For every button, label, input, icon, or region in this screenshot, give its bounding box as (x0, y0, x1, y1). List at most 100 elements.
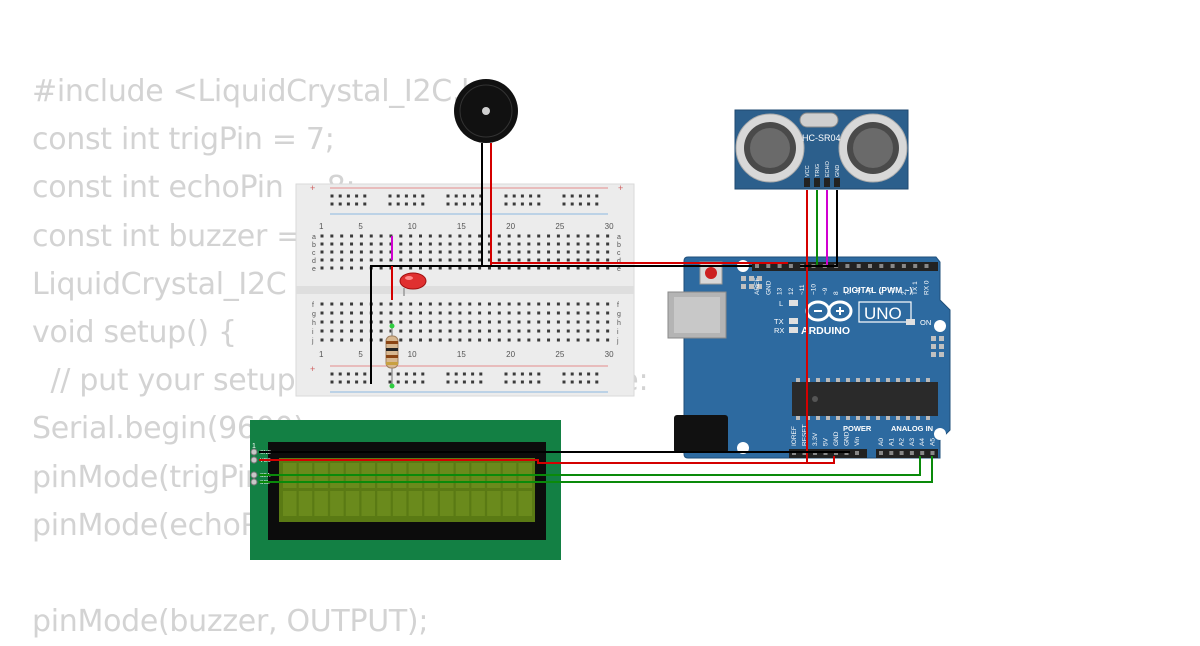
breadboard-hole[interactable] (340, 266, 344, 270)
breadboard-hole[interactable] (586, 302, 590, 306)
breadboard-hole[interactable] (497, 302, 501, 306)
breadboard-hole[interactable] (379, 320, 383, 324)
breadboard-hole[interactable] (497, 338, 501, 342)
breadboard-hole[interactable] (566, 234, 570, 238)
rail-hole[interactable] (529, 202, 533, 206)
breadboard-hole[interactable] (487, 338, 491, 342)
rail-hole[interactable] (330, 380, 334, 384)
breadboard-hole[interactable] (507, 302, 511, 306)
breadboard-hole[interactable] (517, 266, 521, 270)
breadboard-hole[interactable] (527, 320, 531, 324)
breadboard-hole[interactable] (320, 338, 324, 342)
breadboard-hole[interactable] (596, 250, 600, 254)
breadboard-hole[interactable] (468, 329, 472, 333)
breadboard-hole[interactable] (379, 311, 383, 315)
breadboard-hole[interactable] (517, 258, 521, 262)
rail-hole[interactable] (587, 380, 591, 384)
breadboard-hole[interactable] (428, 258, 432, 262)
rail-hole[interactable] (471, 194, 475, 198)
rail-hole[interactable] (338, 194, 342, 198)
analog-pin[interactable] (920, 451, 925, 455)
breadboard-hole[interactable] (458, 338, 462, 342)
breadboard-hole[interactable] (409, 302, 413, 306)
breadboard-hole[interactable] (320, 266, 324, 270)
breadboard-hole[interactable] (576, 320, 580, 324)
breadboard-hole[interactable] (320, 302, 324, 306)
rail-hole[interactable] (338, 380, 342, 384)
breadboard-hole[interactable] (487, 258, 491, 262)
breadboard-hole[interactable] (359, 329, 363, 333)
breadboard-hole[interactable] (389, 302, 393, 306)
breadboard-hole[interactable] (438, 266, 442, 270)
breadboard-hole[interactable] (556, 338, 560, 342)
rail-hole[interactable] (355, 202, 359, 206)
breadboard-hole[interactable] (606, 234, 610, 238)
breadboard-hole[interactable] (556, 234, 560, 238)
breadboard-hole[interactable] (497, 329, 501, 333)
breadboard-hole[interactable] (438, 242, 442, 246)
breadboard-hole[interactable] (409, 258, 413, 262)
rail-hole[interactable] (471, 202, 475, 206)
rail-hole[interactable] (446, 202, 450, 206)
breadboard-hole[interactable] (369, 234, 373, 238)
breadboard-hole[interactable] (468, 266, 472, 270)
breadboard-hole[interactable] (458, 302, 462, 306)
rail-hole[interactable] (454, 202, 458, 206)
breadboard-hole[interactable] (350, 258, 354, 262)
breadboard-hole[interactable] (606, 320, 610, 324)
breadboard-hole[interactable] (478, 234, 482, 238)
breadboard-hole[interactable] (517, 242, 521, 246)
breadboard-hole[interactable] (359, 242, 363, 246)
rail-hole[interactable] (512, 380, 516, 384)
breadboard-hole[interactable] (399, 311, 403, 315)
lcd-pin[interactable] (250, 478, 258, 486)
breadboard-hole[interactable] (566, 266, 570, 270)
breadboard-hole[interactable] (340, 329, 344, 333)
breadboard-hole[interactable] (419, 234, 422, 238)
breadboard-hole[interactable] (350, 242, 354, 246)
breadboard-hole[interactable] (586, 338, 590, 342)
rail-hole[interactable] (446, 380, 450, 384)
rail-hole[interactable] (396, 202, 400, 206)
rail-hole[interactable] (404, 372, 408, 376)
breadboard-hole[interactable] (448, 266, 452, 270)
breadboard-hole[interactable] (399, 320, 403, 324)
breadboard-hole[interactable] (438, 338, 442, 342)
analog-pin[interactable] (909, 451, 914, 455)
breadboard-hole[interactable] (468, 302, 472, 306)
breadboard-hole[interactable] (448, 320, 452, 324)
breadboard-hole[interactable] (566, 302, 570, 306)
rail-hole[interactable] (570, 372, 574, 376)
lcd-pin[interactable] (250, 448, 258, 456)
rail-hole[interactable] (396, 372, 400, 376)
breadboard-hole[interactable] (537, 338, 541, 342)
rail-hole[interactable] (413, 202, 417, 206)
breadboard-hole[interactable] (330, 250, 334, 254)
breadboard-hole[interactable] (566, 338, 570, 342)
breadboard-hole[interactable] (576, 302, 580, 306)
sensor-pin[interactable] (834, 178, 840, 187)
breadboard-hole[interactable] (359, 311, 363, 315)
rail-hole[interactable] (529, 194, 533, 198)
breadboard-hole[interactable] (596, 338, 600, 342)
rail-hole[interactable] (346, 194, 350, 198)
breadboard-hole[interactable] (606, 242, 610, 246)
rail-hole[interactable] (479, 202, 483, 206)
breadboard-hole[interactable] (409, 234, 413, 238)
breadboard-hole[interactable] (547, 250, 551, 254)
breadboard-hole[interactable] (586, 266, 590, 270)
rail-hole[interactable] (338, 202, 342, 206)
breadboard-hole[interactable] (448, 329, 452, 333)
rail-hole[interactable] (529, 380, 533, 384)
breadboard-hole[interactable] (586, 258, 590, 262)
breadboard-hole[interactable] (428, 302, 432, 306)
rail-hole[interactable] (454, 380, 458, 384)
breadboard-hole[interactable] (409, 242, 413, 246)
breadboard-hole[interactable] (379, 242, 383, 246)
breadboard-hole[interactable] (507, 242, 511, 246)
breadboard-hole[interactable] (606, 329, 610, 333)
breadboard-hole[interactable] (399, 250, 403, 254)
rail-hole[interactable] (363, 380, 367, 384)
rail-hole[interactable] (454, 194, 458, 198)
breadboard-hole[interactable] (556, 242, 560, 246)
